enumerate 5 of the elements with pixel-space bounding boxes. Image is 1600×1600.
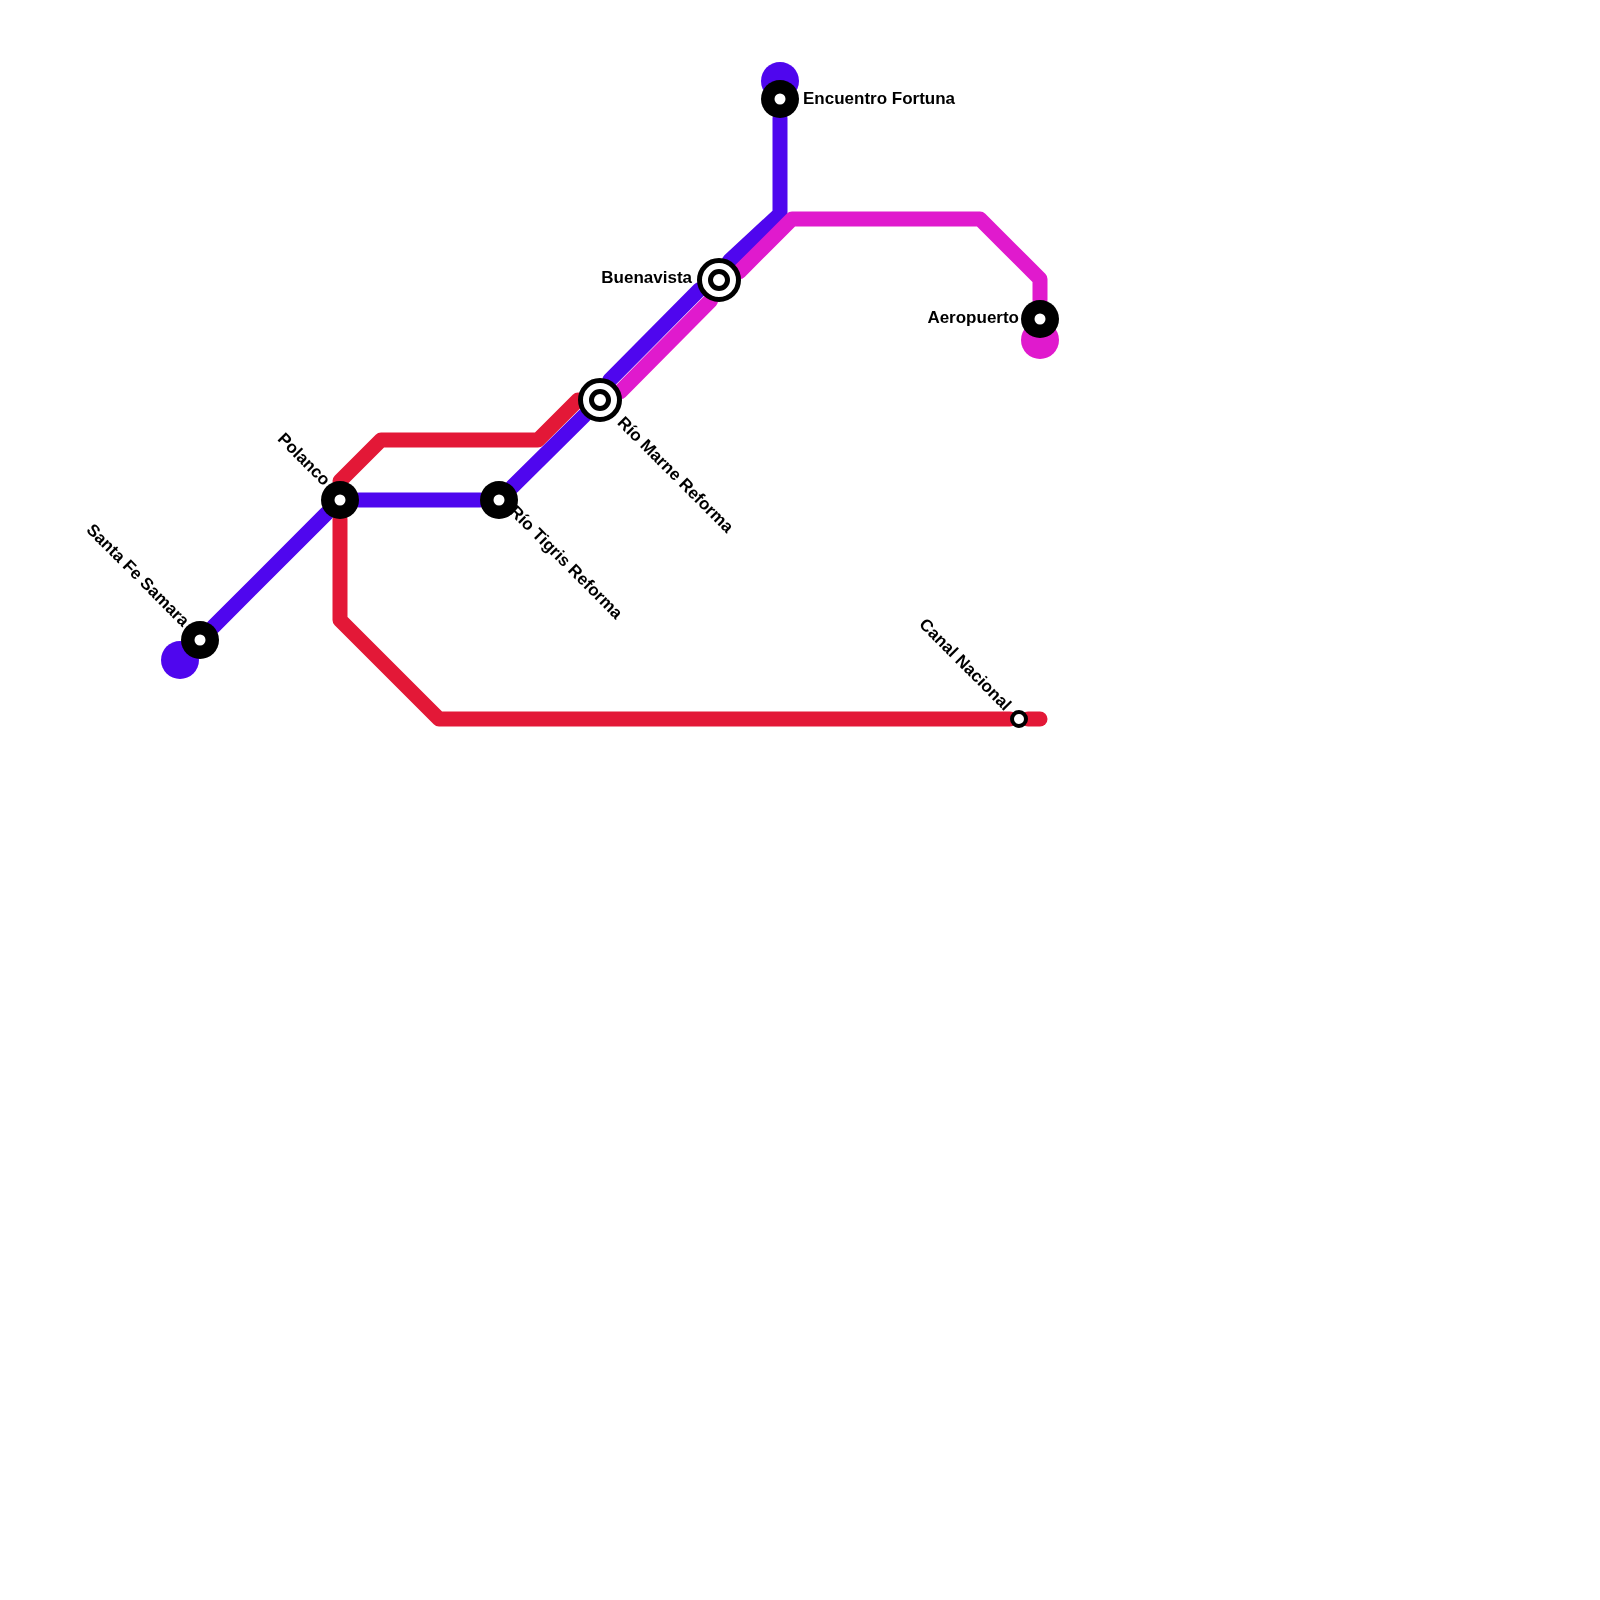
route-line <box>205 505 335 635</box>
station-label: Aeropuerto <box>927 308 1019 328</box>
station-label: Encuentro Fortuna <box>803 89 956 109</box>
station-label: Buenavista <box>601 268 692 288</box>
route-line <box>505 408 592 495</box>
